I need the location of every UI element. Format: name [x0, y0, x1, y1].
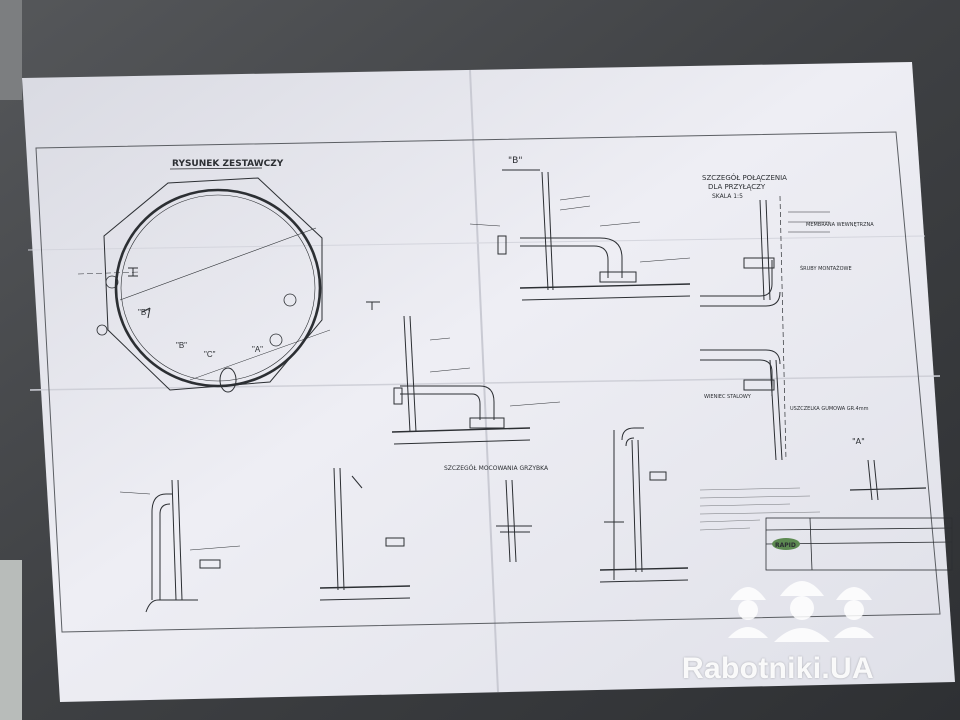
title-block: RAPID	[699, 487, 953, 571]
detail-b-label: "B"	[508, 156, 522, 166]
paper-sheet	[22, 62, 955, 702]
drawing-frame	[35, 131, 941, 633]
wall-label: WIENIEC STALOWY	[704, 394, 752, 400]
detail-a-drawing: "A"	[849, 437, 927, 501]
connection-title-line1: SZCZEGÓŁ POŁĄCZENIA	[702, 173, 787, 182]
bottom-detail-title: SZCZEGÓŁ MOCOWANIA GRZYBKA	[444, 465, 549, 472]
connection-detail-drawing: SZCZEGÓŁ POŁĄCZENIA DLA PRZYŁĄCZY SKALA …	[700, 173, 874, 461]
detail-b-drawing: "B"	[469, 156, 691, 301]
detail-a-label: "A"	[852, 437, 865, 446]
bottom-details: SZCZEGÓŁ MOCOWANIA GRZYBKA	[119, 427, 689, 613]
svg-text:"B": "B"	[176, 341, 187, 350]
bolts-label: ŚRUBY MONTAŻOWE	[800, 265, 852, 272]
svg-text:"B": "B"	[138, 308, 149, 317]
title-block-logo: RAPID	[775, 542, 796, 549]
left-paper-roll	[0, 0, 22, 100]
connection-scale: SKALA 1:5	[712, 193, 743, 200]
left-object	[0, 560, 22, 720]
drawing-title: RYSUNEK ZESTAWCZY	[172, 159, 284, 169]
rapid-logo-mark	[772, 538, 800, 550]
center-pipe-detail	[366, 301, 561, 445]
watermark-text: Rabotniki.UA	[682, 652, 874, 685]
worker-helmet-icon	[728, 581, 874, 642]
connection-title-line2: DLA PRZYŁĄCZY	[708, 183, 766, 191]
svg-text:"C": "C"	[204, 350, 216, 359]
seal-label: USZCZELKA GUMOWA GR.4mm	[790, 406, 869, 412]
membrane-label: MEMBRANA WEWNĘTRZNA	[806, 222, 874, 228]
ring-assembly-drawing: RYSUNEK ZESTAWCZY "B" "B" "A" "C"	[77, 159, 331, 393]
svg-text:"A": "A"	[252, 345, 263, 354]
